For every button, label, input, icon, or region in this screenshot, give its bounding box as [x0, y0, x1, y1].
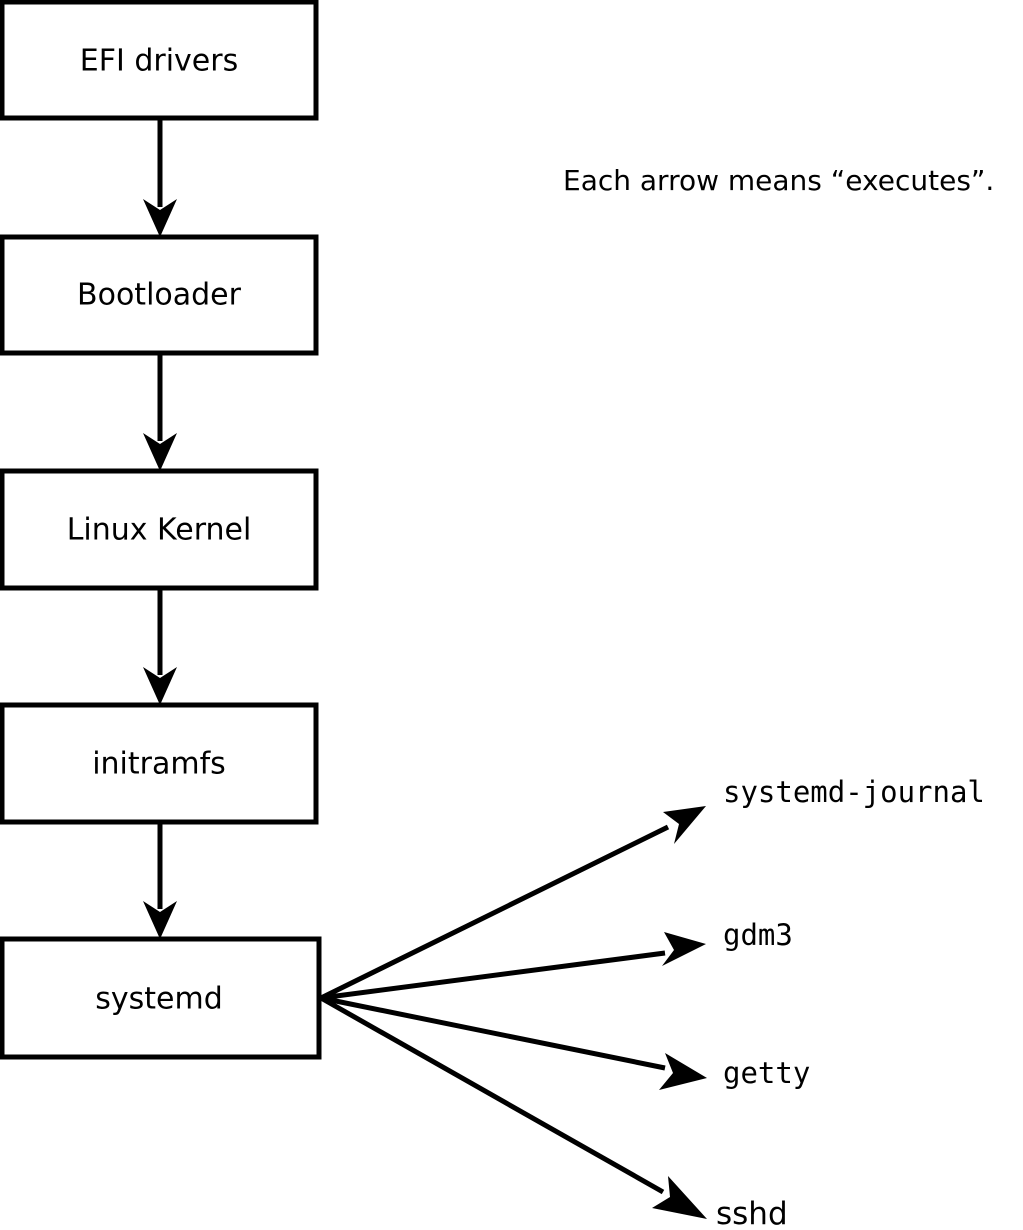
service-label-systemd-journal: systemd-journal [723, 775, 985, 809]
edge-systemd-to-gdm3 [320, 932, 706, 1001]
node-systemd[interactable]: systemd [0, 936, 322, 1060]
node-initramfs[interactable]: initramfs [0, 702, 319, 825]
node-box-initramfs [0, 702, 319, 825]
arrowhead-icon [143, 667, 177, 705]
node-label-initramfs: initramfs [92, 747, 226, 782]
arrowhead-icon [662, 932, 706, 966]
node-box-efi-drivers [0, 0, 319, 121]
node-box-bootloader [0, 234, 319, 356]
node-label-efi-drivers: EFI drivers [80, 44, 238, 79]
edge-line-systemd-to-journal [319, 824, 670, 1001]
arrowhead-icon [143, 433, 177, 471]
edge-systemd-to-getty [320, 995, 707, 1090]
diagram-annotation: Each arrow means “executes”. [563, 164, 994, 197]
node-box-systemd [0, 936, 322, 1060]
arrowhead-icon [143, 199, 177, 237]
edge-systemd-to-systemd-journal [319, 806, 706, 1001]
edge-line-systemd-to-gdm3 [320, 950, 666, 1001]
arrowhead-icon [659, 1053, 707, 1090]
arrowhead-icon [652, 1176, 707, 1219]
node-label-systemd: systemd [95, 982, 223, 1017]
node-efi-drivers[interactable]: EFI drivers [0, 0, 319, 121]
edge-efi-drivers-to-bootloader [143, 118, 177, 237]
edge-initramfs-to-systemd [143, 822, 177, 939]
edge-linux-kernel-to-initramfs [143, 588, 177, 705]
arrowhead-icon [663, 806, 706, 844]
node-label-bootloader: Bootloader [77, 278, 242, 313]
node-bootloader[interactable]: Bootloader [0, 234, 319, 356]
edge-line-systemd-to-getty [320, 995, 666, 1071]
service-label-getty: getty [723, 1056, 810, 1090]
arrowhead-icon [143, 901, 177, 939]
service-label-gdm3: gdm3 [723, 918, 793, 952]
node-linux-kernel[interactable]: Linux Kernel [0, 468, 319, 591]
service-label-sshd: sshd [716, 1196, 788, 1230]
edge-systemd-to-sshd [319, 995, 707, 1219]
edge-line-systemd-to-sshd [319, 995, 665, 1195]
node-label-linux-kernel: Linux Kernel [67, 513, 252, 548]
edge-bootloader-to-linux-kernel [143, 353, 177, 471]
